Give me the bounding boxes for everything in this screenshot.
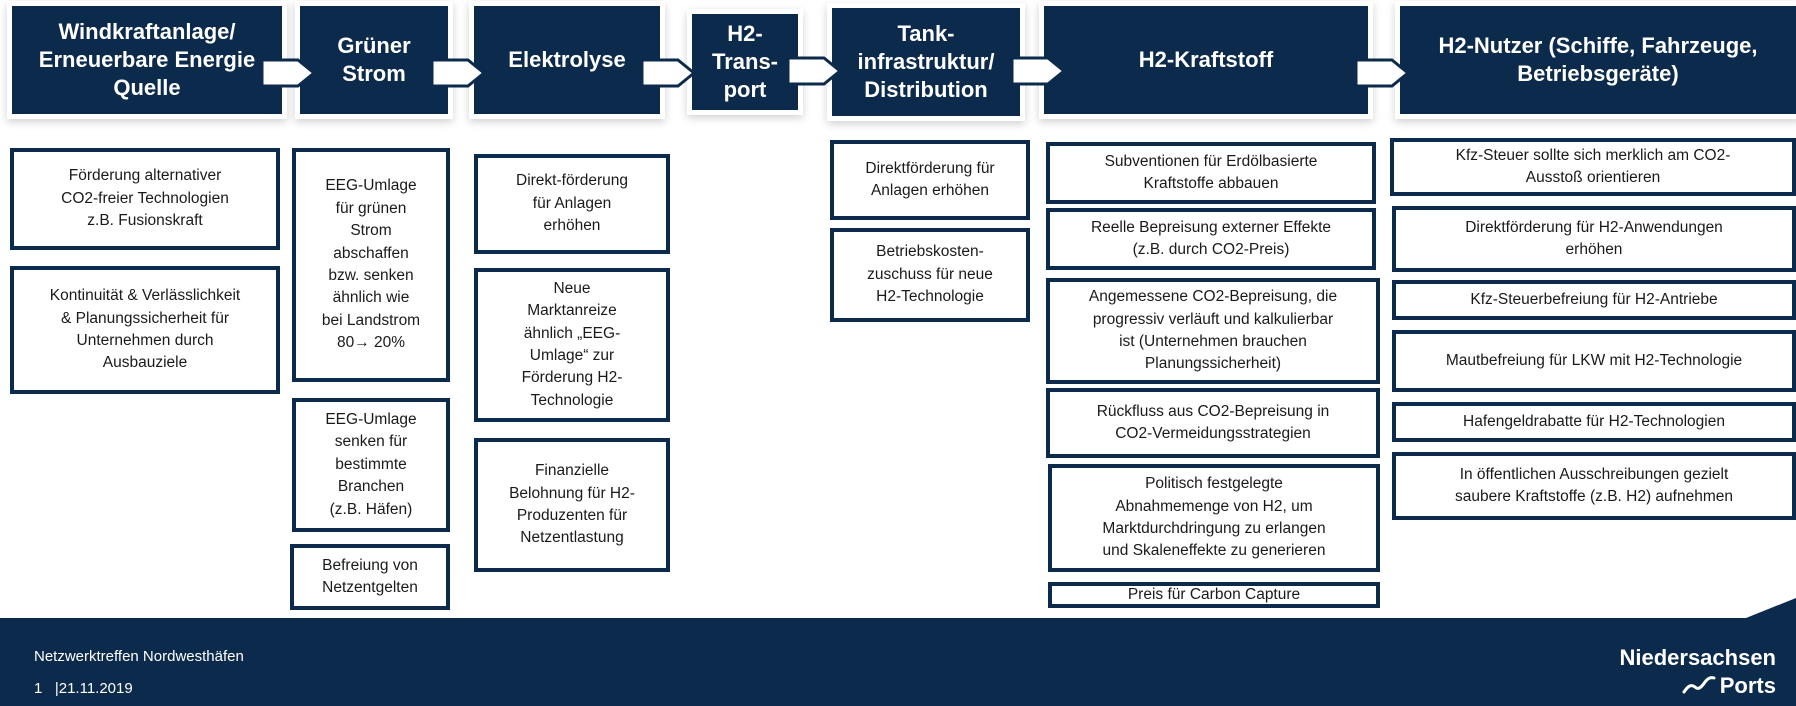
footer-page-date: 1 |21.11.2019	[34, 680, 133, 697]
measure-box: Subventionen für Erdölbasierte Kraftstof…	[1046, 142, 1376, 204]
measure-box: Kfz-Steuer sollte sich merklich am CO2- …	[1390, 138, 1796, 196]
measure-box: EEG-Umlage für grünen Strom abschaffen b…	[292, 148, 450, 382]
niedersachsen-ports-logo: Niedersachsen Ports	[1619, 644, 1776, 699]
measure-box: Preis für Carbon Capture	[1048, 582, 1380, 608]
footer-date: 21.11.2019	[58, 680, 133, 697]
footer-corner-shape	[1746, 598, 1796, 618]
measure-box: Kontinuität & Verlässlichkeit & Planungs…	[10, 266, 280, 394]
measure-box: Angemessene CO2-Bepreisung, die progress…	[1046, 278, 1380, 384]
chain-arrow-icon	[1010, 56, 1066, 86]
chain-step-elektrolyse: Elektrolyse	[474, 6, 660, 114]
chain-arrow-icon	[1354, 58, 1410, 88]
measure-box: In öffentlichen Ausschreibungen gezielt …	[1392, 452, 1796, 520]
measure-box: Direkt-förderung für Anlagen erhöhen	[474, 154, 670, 254]
chain-step-wind: Windkraftanlage/ Erneuerbare Energie Que…	[12, 6, 282, 114]
measure-box: Rückfluss aus CO2-Bepreisung in CO2-Verm…	[1046, 388, 1380, 458]
measure-box: EEG-Umlage senken für bestimmte Branchen…	[292, 398, 450, 532]
measure-box: Förderung alternativer CO2-freier Techno…	[10, 148, 280, 250]
wave-icon	[1682, 676, 1716, 694]
measure-box: Mautbefreiung für LKW mit H2-Technologie	[1392, 330, 1796, 392]
measure-box: Reelle Bepreisung externer Effekte (z.B.…	[1046, 208, 1376, 270]
chain-arrow-icon	[430, 58, 486, 88]
measure-box: Direktförderung für Anlagen erhöhen	[830, 140, 1030, 220]
chain-arrow-icon	[786, 56, 842, 86]
measure-box: Hafengeldrabatte für H2-Technologien	[1392, 402, 1796, 442]
measure-box: Finanzielle Belohnung für H2- Produzente…	[474, 438, 670, 572]
chain-arrow-icon	[640, 58, 696, 88]
measure-box: Neue Marktanreize ähnlich „EEG- Umlage“ …	[474, 268, 670, 422]
measure-box: Kfz-Steuerbefreiung für H2-Antriebe	[1392, 280, 1796, 320]
chain-step-tank: Tank- infrastruktur/ Distribution	[832, 8, 1020, 116]
page-number: 1	[34, 680, 43, 697]
measure-box: Direktförderung für H2-Anwendungen erhöh…	[1392, 206, 1796, 272]
chain-step-nutzer: H2-Nutzer (Schiffe, Fahrzeuge, Betriebsg…	[1400, 6, 1796, 114]
chain-step-strom: Grüner Strom	[300, 6, 448, 114]
footer-title: Netzwerktreffen Nordwesthäfen	[34, 648, 244, 665]
logo-line-1: Niedersachsen	[1619, 645, 1776, 670]
measure-box: Betriebskosten- zuschuss für neue H2-Tec…	[830, 228, 1030, 322]
logo-line-2: Ports	[1719, 672, 1776, 698]
measure-box: Befreiung von Netzentgelten	[290, 544, 450, 610]
chain-step-kraftstoff: H2-Kraftstoff	[1044, 6, 1368, 114]
chain-step-transport: H2- Trans- port	[692, 14, 798, 110]
chain-arrow-icon	[260, 58, 316, 88]
measure-box: Politisch festgelegte Abnahmemenge von H…	[1048, 464, 1380, 572]
footer-bar: Netzwerktreffen Nordwesthäfen 1 |21.11.2…	[0, 618, 1796, 706]
